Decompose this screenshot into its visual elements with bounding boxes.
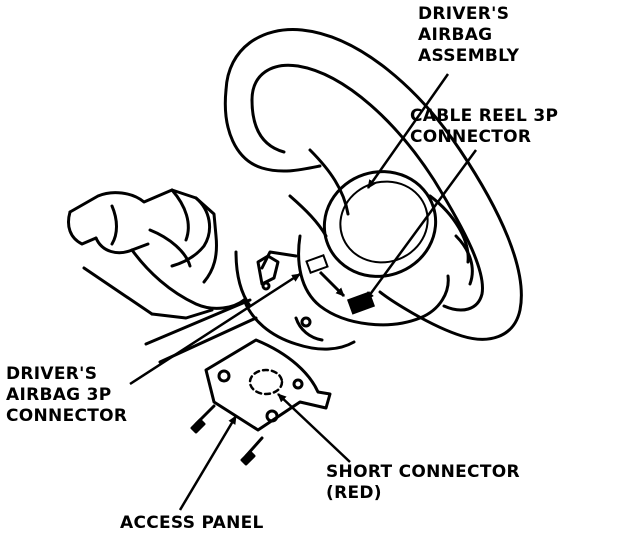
hub-housing <box>297 234 450 327</box>
column-cover <box>242 298 356 351</box>
label-access-panel: ACCESS PANEL <box>120 513 264 534</box>
label-line: DRIVER'S <box>418 4 510 24</box>
leader-access-panel <box>178 415 238 511</box>
leader-airbag-assembly <box>366 73 450 189</box>
leader-cable-reel <box>364 149 478 301</box>
label-line: ASSEMBLY <box>418 46 520 66</box>
screw-right <box>240 436 264 466</box>
short-connector <box>248 368 284 396</box>
access-panel <box>204 338 332 432</box>
label-drivers-airbag-3p-connector: DRIVER'S AIRBAG 3P CONNECTOR <box>6 364 127 427</box>
driver-airbag-connector <box>305 254 329 274</box>
connection-arrow <box>318 270 346 298</box>
label-line: ACCESS PANEL <box>120 513 264 533</box>
spoke-left <box>288 194 328 238</box>
leader-driver-3p <box>129 272 301 386</box>
label-line: AIRBAG 3P <box>6 385 112 405</box>
combination-switch <box>68 188 212 268</box>
label-line: CONNECTOR <box>410 127 532 147</box>
label-drivers-airbag-assembly: DRIVER'S AIRBAG ASSEMBLY <box>418 4 519 67</box>
steering-wheel-rim-left <box>223 88 322 173</box>
label-line: CONNECTOR <box>6 406 128 426</box>
label-cable-reel-connector: CABLE REEL 3P CONNECTOR <box>410 106 558 148</box>
label-line: AIRBAG <box>418 25 493 45</box>
screw-left <box>190 404 216 434</box>
steering-wheel-rim-inner <box>250 63 485 312</box>
label-line: (RED) <box>326 483 382 503</box>
leader-short-connector <box>277 393 351 463</box>
label-short-connector: SHORT CONNECTOR (RED) <box>326 462 520 504</box>
label-line: DRIVER'S <box>6 364 98 384</box>
label-line: CABLE REEL 3P <box>410 106 559 126</box>
steering-wheel-rim-outer <box>224 28 523 341</box>
label-line: SHORT CONNECTOR <box>326 462 520 482</box>
